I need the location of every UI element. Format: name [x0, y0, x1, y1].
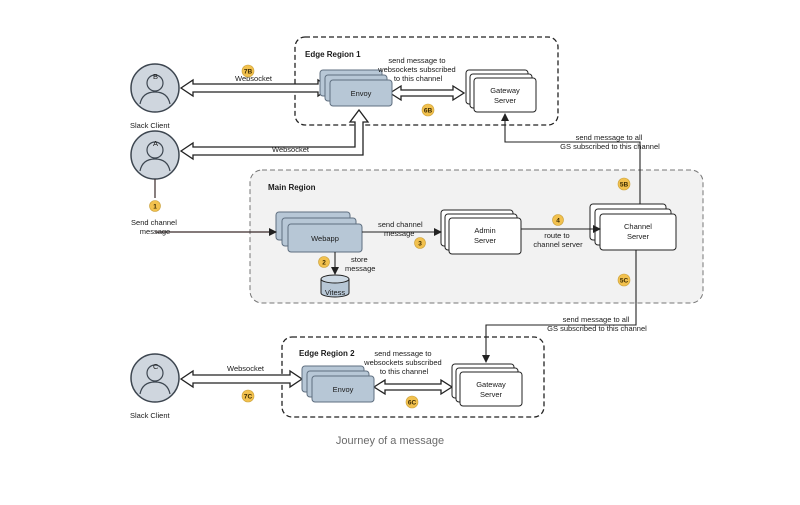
svg-text:6C: 6C: [408, 400, 417, 407]
webapp: Webapp: [275, 211, 363, 253]
svg-text:4: 4: [556, 218, 560, 225]
svg-text:1: 1: [153, 204, 157, 211]
admin-label-line1: Admin: [474, 226, 495, 235]
svg-text:7B: 7B: [244, 69, 253, 76]
client-b-label: Slack Client: [130, 121, 171, 130]
client-a-to-webapp-arrow: [154, 179, 276, 232]
channel-label-line2: Server: [627, 232, 650, 241]
websocket-c-arrow: [179, 369, 304, 389]
step-badge-5b: 5B: [617, 177, 631, 191]
step-badge-7c: 7C: [241, 389, 255, 403]
gateway-1-label-line1: Gateway: [490, 86, 520, 95]
step-badge-3: 3: [414, 237, 426, 249]
gateway-server-2: Gateway Server: [451, 363, 523, 407]
envoy-1-label: Envoy: [351, 89, 372, 98]
client-a-letter: A: [153, 139, 158, 148]
client-c-label: Slack Client: [130, 411, 171, 420]
send-channel-message-a: Send channel message: [131, 218, 179, 236]
main-region-title: Main Region: [268, 183, 316, 192]
step-badge-2: 2: [318, 256, 330, 268]
step-badge-5c: 5C: [617, 273, 631, 287]
admin-label-line2: Server: [474, 236, 497, 245]
slack-client-a: A: [130, 130, 180, 180]
edge-region-1-title: Edge Region 1: [305, 50, 361, 59]
channel-to-gateway2-arrow: [482, 250, 637, 363]
svg-text:5C: 5C: [620, 278, 629, 285]
gateway-2-label-line2: Server: [480, 390, 503, 399]
svg-text:3: 3: [418, 241, 422, 248]
envoy-1: Envoy: [319, 69, 393, 107]
channel-server: Channel Server: [589, 203, 677, 251]
gateway-2-label-line1: Gateway: [476, 380, 506, 389]
vitess-label: Vitess: [325, 288, 346, 297]
websocket-a-arrow: [179, 108, 370, 161]
client-b-letter: B: [153, 72, 158, 81]
slack-client-c: C: [130, 353, 180, 403]
step-badge-4: 4: [552, 214, 564, 226]
websocket-b-label: Websocket: [235, 74, 273, 83]
envoy2-gateway2-arrow: [372, 378, 454, 396]
svg-text:6B: 6B: [424, 108, 433, 115]
figure-caption: Journey of a message: [336, 435, 444, 447]
channel-to-gateway1-arrow: [501, 113, 641, 204]
websocket-a-label: Websocket: [272, 145, 310, 154]
envoy-2: Envoy: [301, 365, 375, 403]
envoy-2-label: Envoy: [333, 385, 354, 394]
slack-client-b: B: [130, 63, 180, 113]
step-badge-1: 1: [149, 200, 161, 212]
client-c-letter: C: [153, 362, 159, 371]
channel-label-line1: Channel: [624, 222, 652, 231]
edge-region-1: [294, 36, 559, 126]
step-badge-7b: 7B: [241, 64, 255, 78]
gateway-1-label-line2: Server: [494, 96, 517, 105]
vitess-db: Vitess: [320, 274, 350, 298]
gateway-server-1: Gateway Server: [465, 69, 537, 113]
admin-server: Admin Server: [440, 209, 522, 255]
edge-region-2-title: Edge Region 2: [299, 349, 355, 358]
step-badge-6c: 6C: [405, 395, 419, 409]
envoy1-gateway1-arrow: [388, 84, 466, 102]
websocket-c-label: Websocket: [227, 364, 265, 373]
store-message-label: store message: [345, 255, 375, 273]
webapp-label: Webapp: [311, 234, 339, 243]
edge1-send-label: send message to websockets subscribed to…: [377, 56, 458, 83]
send-channel-message-label: send channel message: [378, 220, 425, 238]
step-badge-6b: 6B: [421, 103, 435, 117]
route-label: route to channel server: [533, 231, 583, 249]
svg-text:2: 2: [322, 260, 326, 267]
gs-bottom-label: send message to all GS subscribed to thi…: [547, 315, 647, 333]
svg-text:7C: 7C: [244, 394, 253, 401]
gs-top-label: send message to all GS subscribed to thi…: [560, 133, 660, 151]
edge2-send-label: send message to websockets subscribed to…: [363, 349, 444, 376]
svg-text:5B: 5B: [620, 182, 629, 189]
